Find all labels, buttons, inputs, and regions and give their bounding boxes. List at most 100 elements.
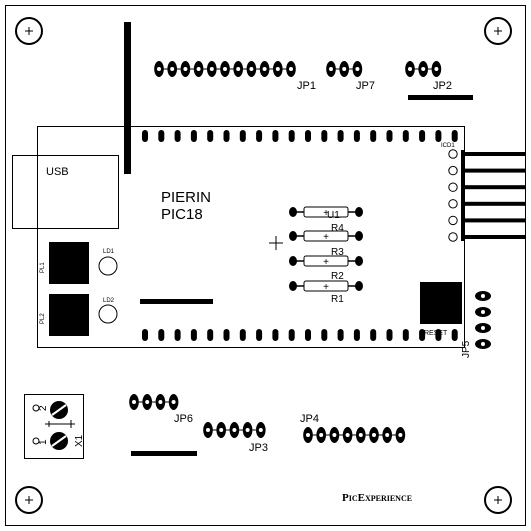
header-pin-hole [145,400,150,404]
header-pin-hole [289,67,293,71]
u1-label: U1 [327,210,340,221]
pin-pad [174,130,181,142]
header-pin-hole [372,433,376,437]
pl1-label: PL1 [40,262,46,273]
header-jp7 [326,61,363,77]
mounting-hole-bottom-left [15,486,43,514]
resistor-body [303,255,349,267]
pin-pad [272,329,279,341]
pin-pad [451,130,458,142]
icd-pad [448,165,458,176]
resistor-pad [355,231,363,241]
header-jp1 [154,61,296,77]
mounting-hole-top-right [484,17,512,45]
pierin-top-pin-row [142,130,458,142]
pin-pad [370,130,377,142]
pin-pad [256,130,263,142]
icd-lead [464,185,525,190]
header-pin-hole [481,310,485,314]
crosshair-mark [269,236,283,250]
header-pin-hole [358,433,363,437]
header-pin-hole [258,428,263,432]
icd1-label: ICD1 [441,143,455,149]
pin-pad [190,329,197,341]
header-pin-hole [481,342,485,346]
pin-pad [158,329,165,341]
pin-pad [272,130,279,142]
led-ld1 [98,256,118,276]
pin-pad [305,329,311,341]
usb-outline [12,155,119,229]
pin-pad [223,130,230,142]
jp7-label: JP7 [356,80,375,92]
pl2-label: PL2 [40,313,46,324]
ld2-label: LD2 [103,298,115,304]
header-pin-hole [183,67,188,71]
pin-pad [207,329,214,341]
header-pin-hole [345,433,350,437]
header-pin-hole [170,67,175,71]
header-pin-hole [329,67,333,71]
pin-pad [370,329,377,341]
r3-label: R3 [331,247,344,258]
pin-pad [158,130,165,142]
pin-pad [288,329,295,341]
r4-label: R4 [331,223,344,234]
pin-pad [386,130,393,142]
icd1-connector [448,149,525,242]
resistor-pad [355,207,363,217]
header-pin-hole [232,428,237,432]
board-title-line2: PIC18 [161,206,203,223]
x1-pin2-label: 2 [38,405,49,411]
icd-pad [448,199,458,209]
pushbutton-pl1 [49,242,89,284]
header-pin-hole [236,67,241,71]
pin-pad [321,329,328,341]
header-pin-hole [408,67,412,71]
header-pin-hole [481,326,485,330]
resistor-plus-mark: + [323,282,329,293]
jp4-label: JP4 [300,413,319,425]
header-pin-hole [421,67,426,71]
header-pin-hole [157,67,161,71]
header-pin-hole [158,400,163,404]
bar-middle [140,299,213,304]
x1-pin1-label: 1 [38,439,49,445]
pin-pad [142,329,148,341]
header-pin-hole [171,400,176,404]
pierin-bottom-pin-row [142,329,458,341]
pin-pad [419,329,426,341]
bar-bottom [131,451,197,456]
pin-pad [288,130,295,142]
jp2-label: JP2 [433,80,452,92]
pin-pad [174,329,181,341]
header-pin-hole [434,67,439,71]
pin-pad [435,130,442,142]
icd-pad [448,182,458,192]
pin-pad [321,130,328,142]
header-pin-hole [385,433,390,437]
resistor-pad [355,281,363,291]
reset-button [420,282,462,324]
r2-label: R2 [331,271,344,282]
jp6-label: JP6 [174,413,193,425]
resistor-array: ++++ [289,206,363,293]
resistor-pad [355,256,363,266]
pin-pad [207,130,214,142]
icd-pad [448,215,458,226]
pin-pad [239,130,246,142]
pin-pad [353,130,360,142]
reset-label: RESET [424,330,448,337]
header-pin-hole [332,433,337,437]
header-pin-hole [209,67,214,71]
header-pin-hole [219,428,224,432]
vertical-header-bar [124,22,131,174]
icd-lead [464,201,525,206]
pin-pad [435,329,442,341]
header-pin-hole [275,67,280,71]
jp1-label: JP1 [297,80,316,92]
terminal-block-x1 [24,394,84,459]
icd-pad [448,149,458,159]
header-pin-hole [355,67,360,71]
resistor-plus-mark: + [323,232,329,243]
